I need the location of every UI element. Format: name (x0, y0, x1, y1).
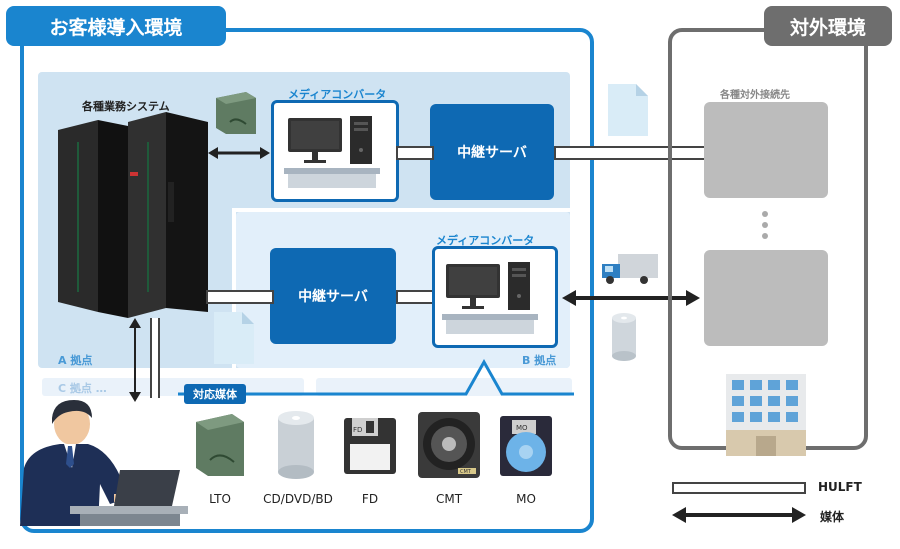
cd-media-icon (278, 411, 314, 479)
media-label-fd: FD (361, 492, 379, 506)
computer-icon-b (442, 262, 538, 334)
hulft-line-a-internal (396, 146, 434, 160)
converter-b-label: メディアコンバータ (436, 234, 535, 247)
relay-server-a: 中継サーバ (430, 104, 554, 200)
legend-hulft-line (672, 482, 806, 494)
mo-media-icon: MO (500, 416, 552, 476)
external-destination-2 (704, 250, 828, 346)
systems-label: 各種業務システム (82, 100, 170, 113)
site-c-strip-right (316, 378, 572, 396)
supported-media-callout-frame (178, 358, 574, 396)
external-env-title: 対外環境 (764, 6, 892, 46)
lto-tape-icon (216, 92, 256, 134)
site-c-label: C 拠点 … (58, 382, 107, 395)
site-a-label: A 拠点 (58, 354, 93, 367)
media-label-lto: LTO (209, 492, 231, 506)
ellipsis-icon (762, 211, 768, 239)
fd-media-icon: FD (344, 418, 396, 474)
relay-server-b: 中継サーバ (270, 248, 396, 344)
destinations-label: 各種対外接続先 (720, 90, 790, 101)
hulft-line-b-internal (396, 290, 436, 304)
media-label-cmt: CMT (435, 492, 463, 506)
disc-stack-icon (612, 313, 636, 361)
svg-text:CMT: CMT (460, 469, 472, 475)
operator-icon (20, 400, 188, 526)
mainframe-icon (58, 112, 208, 318)
site-a-inner-white (232, 208, 570, 212)
building-icon (726, 374, 806, 456)
legend-media-label: 媒体 (820, 510, 845, 524)
converter-a-label: メディアコンバータ (288, 88, 387, 101)
svg-text:FD: FD (353, 426, 362, 434)
hulft-line-c-vertical (150, 318, 160, 398)
lto-media-icon (196, 414, 244, 476)
media-label-cd: CD/DVD/BD (263, 492, 333, 506)
document-icon-top (608, 84, 648, 136)
legend-media-arrow (672, 507, 806, 523)
site-a-inner-white-v (232, 208, 236, 368)
truck-icon (602, 254, 658, 284)
customer-env-title: お客様導入環境 (6, 6, 226, 46)
customer-env-frame (20, 28, 594, 533)
computer-icon-a (284, 116, 380, 188)
cmt-media-icon: CMT (418, 412, 480, 478)
hulft-line-b-from-mainframe (206, 290, 274, 304)
supported-media-title: 対応媒体 (184, 384, 246, 404)
legend-hulft-label: HULFT (818, 480, 862, 494)
media-label-mo: MO (516, 492, 536, 506)
document-icon-bottom (214, 312, 254, 364)
media-arrow-a (208, 147, 270, 159)
media-arrow-c (129, 318, 141, 402)
external-destination-1 (704, 102, 828, 198)
svg-text:MO: MO (516, 424, 528, 432)
site-b-label: B 拠点 (522, 354, 557, 367)
